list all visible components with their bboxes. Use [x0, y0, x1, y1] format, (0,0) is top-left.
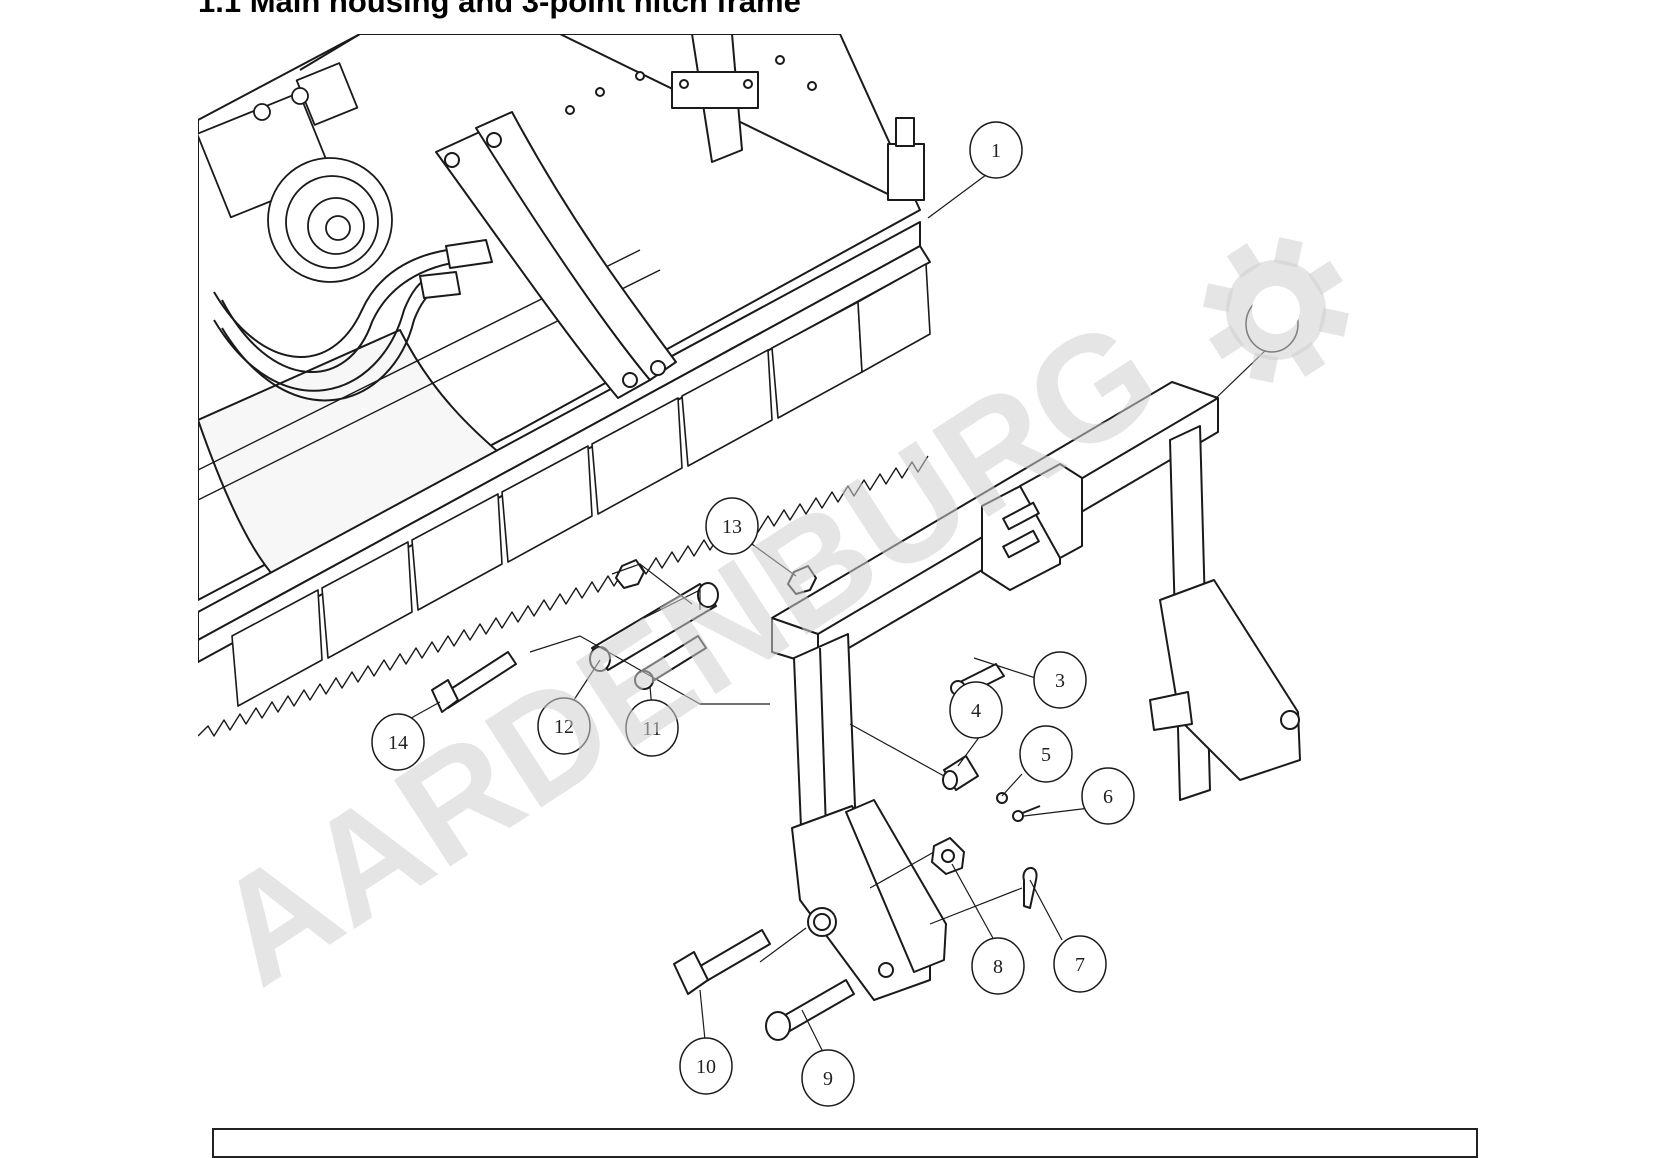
bolt-part-14	[431, 651, 517, 713]
bolt-part-10	[673, 929, 771, 995]
svg-text:1: 1	[991, 140, 1001, 162]
callout-2: 2	[1245, 295, 1299, 353]
washer-part-5	[996, 792, 1008, 804]
svg-text:4: 4	[971, 700, 981, 722]
callout-6: 6	[1081, 767, 1135, 825]
flap-row	[231, 263, 931, 707]
callout-3: 3	[1033, 651, 1087, 709]
section-title: 1.1 Main housing and 3-point hitch frame	[198, 0, 801, 19]
svg-text:8: 8	[993, 956, 1003, 978]
bushing-part-12	[589, 582, 719, 672]
callout-balloons: 1 2 3 4 5 6 7 8 9 10 11 12 13 14	[371, 121, 1299, 1107]
linch-pin-part-7	[1022, 867, 1038, 909]
callout-9: 9	[801, 1049, 855, 1107]
svg-text:9: 9	[823, 1068, 833, 1090]
svg-text:3: 3	[1055, 670, 1065, 692]
callout-8: 8	[971, 937, 1025, 995]
callout-12: 12	[537, 697, 591, 755]
sleeve-part-4	[942, 755, 979, 791]
hitch-frame	[771, 381, 1301, 1001]
screw-part-6	[1012, 805, 1041, 822]
parts-table-frame	[212, 1128, 1478, 1158]
svg-text:10: 10	[696, 1056, 716, 1078]
hardware	[431, 559, 1041, 1041]
callout-5: 5	[1019, 725, 1073, 783]
svg-text:7: 7	[1075, 954, 1085, 976]
svg-text:13: 13	[722, 516, 742, 538]
main-housing	[198, 34, 931, 737]
bush-part-8	[931, 837, 965, 875]
callout-13: 13	[705, 497, 759, 555]
callout-14: 14	[371, 713, 425, 771]
callout-4: 4	[949, 681, 1003, 739]
svg-text:11: 11	[642, 718, 661, 740]
svg-text:12: 12	[554, 716, 574, 738]
gearbox	[198, 62, 393, 283]
svg-text:5: 5	[1041, 744, 1051, 766]
serrated-edge	[198, 455, 929, 737]
callout-1: 1	[969, 121, 1023, 179]
pin-part-9	[765, 979, 855, 1041]
nut-part-13	[615, 559, 817, 595]
svg-text:2: 2	[1267, 314, 1277, 336]
callout-10: 10	[679, 1037, 733, 1095]
callout-7: 7	[1053, 935, 1107, 993]
callout-11: 11	[625, 699, 679, 757]
svg-text:14: 14	[388, 732, 408, 754]
svg-text:6: 6	[1103, 786, 1113, 808]
